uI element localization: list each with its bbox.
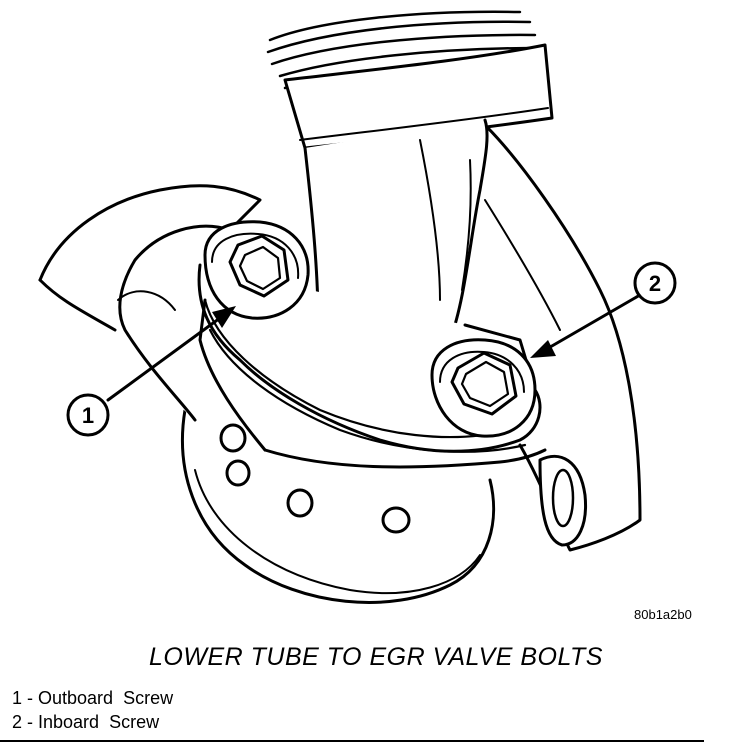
manifold-arm: [38, 184, 262, 422]
legend-number: 1: [12, 688, 23, 708]
legend-separator: -: [22, 712, 39, 732]
callout-2-number: 2: [649, 271, 661, 296]
egr-valve-body: [483, 123, 642, 552]
legend: 1 - Outboard Screw 2 - Inboard Screw: [12, 686, 173, 734]
legend-number: 2: [12, 712, 23, 732]
figure-id: 80b1a2b0: [634, 607, 692, 622]
callout-1: 1: [66, 306, 236, 437]
egr-tube-bolt-illustration: 1 2: [38, 10, 677, 604]
lower-flange: [181, 408, 496, 604]
legend-item-1: 1 - Outboard Screw: [12, 686, 173, 710]
legend-label: Outboard Screw: [38, 688, 174, 708]
legend-item-2: 2 - Inboard Screw: [12, 710, 173, 734]
callout-1-number: 1: [82, 403, 94, 428]
legend-label: Inboard Screw: [38, 712, 160, 732]
outboard-screw: [203, 220, 310, 320]
legend-separator: -: [22, 688, 39, 708]
callout-2: 2: [530, 261, 677, 358]
figure-caption: LOWER TUBE TO EGR VALVE BOLTS: [149, 643, 603, 671]
inboard-screw: [430, 338, 537, 438]
bottom-rule: [0, 740, 704, 742]
